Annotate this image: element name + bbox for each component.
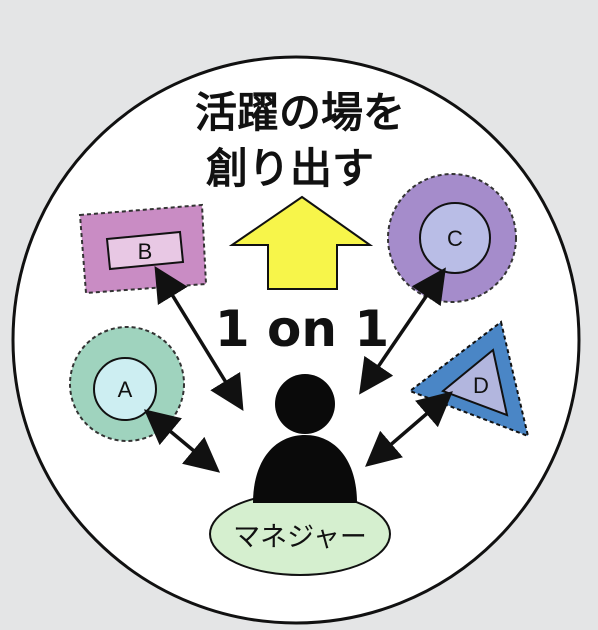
member-c-inner [419, 202, 491, 274]
title-line-1: 活躍の場を [195, 88, 405, 137]
member-b: B [78, 203, 208, 295]
manager-label: マネジャー [233, 522, 367, 553]
member-d-label: D [473, 373, 489, 398]
person-icon [253, 374, 357, 503]
double-arrow-icon [143, 409, 221, 473]
member-b-inner [105, 230, 185, 271]
member-c: C [387, 173, 517, 303]
center-label-1on1: 1 on 1 [215, 300, 389, 358]
double-arrow-icon [359, 267, 446, 395]
member-b-label: B [138, 239, 153, 264]
member-d: D [407, 320, 530, 438]
member-a: A [69, 326, 185, 442]
member-c-label: C [447, 226, 463, 251]
member-a-label: A [118, 377, 133, 402]
double-arrow-icon [365, 391, 453, 467]
member-d-inner [441, 348, 509, 417]
up-arrow-icon [228, 195, 374, 290]
double-arrow-icon [154, 266, 244, 411]
title-line-2: 創り出す [206, 144, 374, 193]
